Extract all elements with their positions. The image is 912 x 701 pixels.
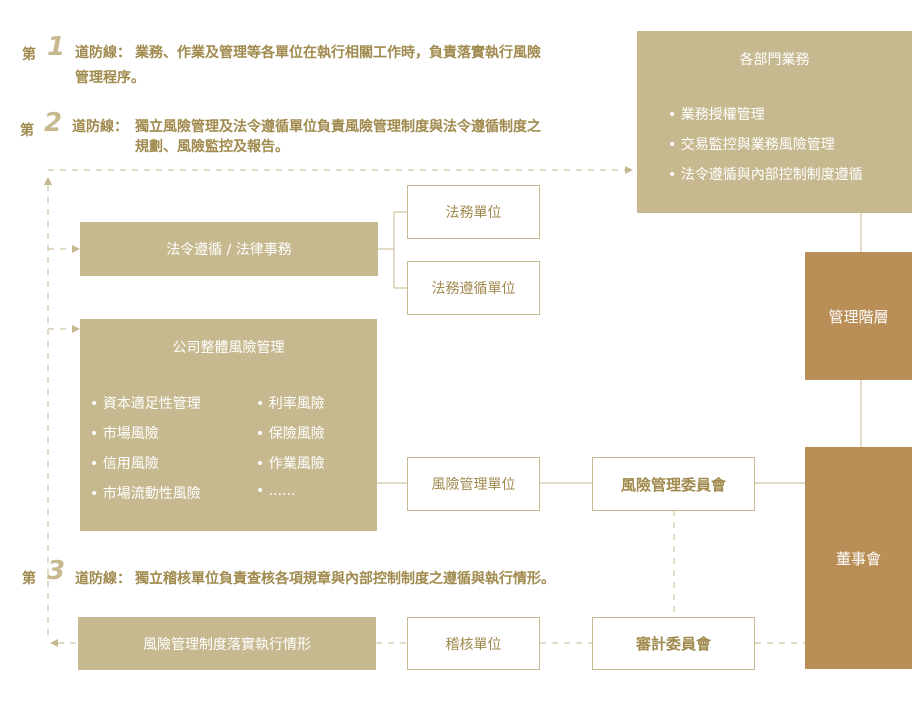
department-item: • 交易監控與業務風險管理 [668, 137, 835, 153]
risk-execution-box: 風險管理制度落實執行情形 [78, 617, 376, 670]
defense-number: 3 [47, 556, 66, 586]
defense-prefix: 第 [20, 123, 34, 139]
defense-line-2: 第 2 道防線： 獨立風險管理及法令遵循單位負責風險管理制度與法令遵循制度之 規… [20, 108, 622, 160]
management-box: 管理階層 [805, 252, 912, 380]
defense-prefix: 第 [22, 47, 36, 63]
company-risk-title: 公司整體風險管理 [172, 340, 285, 356]
risk-management-committee-box: 風險管理委員會 [592, 457, 755, 511]
defense-prefix: 第 [22, 571, 36, 587]
defense-label: 道防線： [72, 119, 128, 135]
company-risk-box: 公司整體風險管理 • 資本適足性管理 • 市場風險 • 信用風險 • 市場流動性… [80, 319, 377, 531]
risk-item: • 作業風險 [256, 456, 325, 472]
defense-number: 2 [44, 108, 63, 138]
board-box: 董事會 [805, 447, 912, 669]
defense-label: 道防線： [75, 571, 131, 587]
defense-text-cont: 管理程序。 [75, 70, 145, 86]
compliance-legal-box: 法令遵循 / 法律事務 [80, 222, 378, 276]
defense-text: 獨立稽核單位負責查核各項規章與內部控制制度之遵循與執行情形。 [135, 571, 555, 587]
risk-item: • 信用風險 [90, 456, 159, 472]
department-title: 各部門業務 [739, 52, 810, 68]
risk-item: • ...... [256, 483, 296, 499]
defense-number: 1 [47, 32, 66, 62]
audit-unit-box: 稽核單位 [407, 617, 540, 670]
audit-committee-box: 審計委員會 [592, 617, 755, 670]
defense-line-1: 第 1 道防線： 業務、作業及管理等各單位在執行相關工作時，負責落實執行風險 管… [22, 32, 622, 86]
defense-text: 業務、作業及管理等各單位在執行相關工作時，負責落實執行風險 [135, 45, 541, 61]
risk-item: • 保險風險 [256, 426, 325, 442]
defense-line-3: 第 3 道防線： 獨立稽核單位負責查核各項規章與內部控制制度之遵循與執行情形。 [22, 556, 642, 588]
legal-unit-box: 法務單位 [407, 185, 540, 239]
risk-item: • 市場風險 [90, 426, 159, 442]
department-business-box: 各部門業務 • 業務授權管理 • 交易監控與業務風險管理 • 法令遵循與內部控制… [637, 31, 912, 213]
defense-label: 道防線： [75, 45, 131, 61]
defense-text: 獨立風險管理及法令遵循單位負責風險管理制度與法令遵循制度之 [135, 119, 541, 135]
risk-management-unit-box: 風險管理單位 [407, 457, 540, 511]
department-item: • 法令遵循與內部控制制度遵循 [668, 167, 863, 183]
risk-item: • 資本適足性管理 [90, 396, 201, 412]
legal-compliance-unit-box: 法務遵循單位 [407, 261, 540, 315]
risk-item: • 市場流動性風險 [90, 486, 201, 502]
department-item: • 業務授權管理 [668, 107, 765, 123]
risk-item: • 利率風險 [256, 396, 325, 412]
defense-text-cont: 規劃、風險監控及報告。 [135, 139, 289, 155]
